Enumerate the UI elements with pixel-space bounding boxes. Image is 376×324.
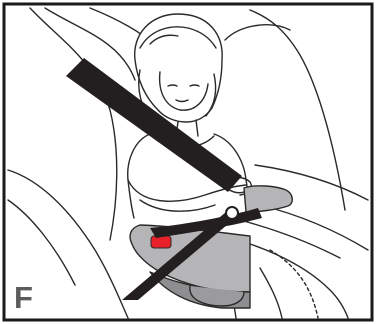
belt-clip	[226, 207, 238, 219]
step-label: F	[14, 282, 44, 314]
release-tab	[151, 236, 171, 248]
